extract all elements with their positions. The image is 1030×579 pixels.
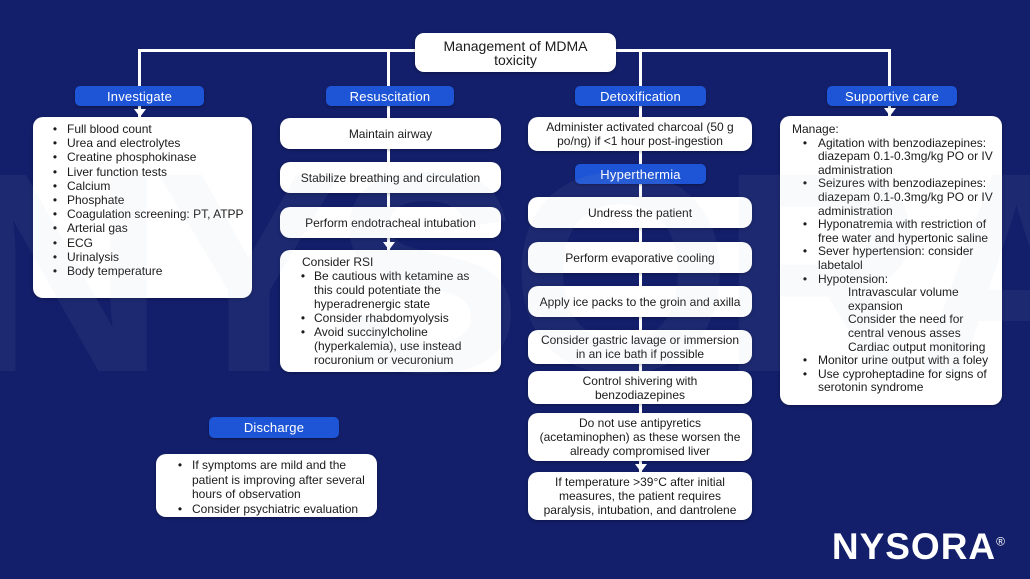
bullet-icon: • [802,176,808,191]
connector-vertical-resuscitation [387,49,390,250]
list-item: •Hypotension: [792,271,994,287]
header-investigate-label: Investigate [106,88,173,104]
list-item: •Consider rhabdomyolysis [290,311,491,325]
consider-rsi-box: Consider RSI •Be cautious with ketamine … [280,250,501,372]
bullet-icon: • [300,311,306,325]
arrowhead-supportive [884,108,896,116]
bullet-icon: • [52,178,58,193]
bullet-icon: • [802,217,808,232]
step-undress-patient: Undress the patient [528,197,752,228]
bullet-icon: • [52,264,58,279]
list-item: •Full blood count [43,122,244,136]
arrowhead-investigate [134,109,146,117]
list-item: •Coagulation screening: PT, ATPP [43,207,244,221]
bullet-icon: • [52,235,58,250]
header-discharge-label: Discharge [243,420,305,435]
list-item: •Agitation with benzodiazepines: diazepa… [792,135,994,178]
list-item: •Arterial gas [43,221,244,235]
header-discharge: Discharge [209,417,339,438]
connector-vertical-investigate [138,49,141,117]
sub-list-item: Cardiac output monitoring [848,339,986,354]
header-detoxification: Detoxification [575,86,706,106]
registered-mark: ® [996,534,1006,549]
list-item: •Use cyproheptadine for signs of seroton… [792,366,994,395]
step-activated-charcoal: Administer activated charcoal (50 g po/n… [528,117,752,151]
bullet-icon: • [52,150,58,165]
flow-title-text: Management of MDMA toxicity [443,37,588,68]
bullet-icon: • [52,249,58,264]
bullet-icon: • [52,193,58,208]
bullet-icon: • [52,136,58,151]
bullet-icon: • [52,122,58,136]
bullet-icon: • [802,271,808,286]
list-item: •If symptoms are mild and the patient is… [168,458,369,502]
list-item: •ECG [43,236,244,250]
arrowhead-rsi [383,242,395,250]
bullet-icon: • [802,244,808,259]
header-resuscitation: Resuscitation [326,86,454,106]
header-supportive-care: Supportive care [827,86,957,106]
bullet-icon: • [300,325,306,339]
supportive-intro: Manage: [792,122,839,136]
header-hyperthermia: Hyperthermia [575,164,706,184]
header-supportive-care-label: Supportive care [844,88,940,104]
step-no-antipyretics: Do not use antipyretics (acetaminophen) … [528,413,752,461]
bullet-icon: • [300,269,306,283]
bullet-icon: • [802,366,808,381]
investigate-box: •Full blood count •Urea and electrolytes… [33,117,252,298]
flow-title: Management of MDMA toxicity [415,33,616,72]
nysora-logo: NYSORA® [832,528,1006,565]
header-resuscitation-label: Resuscitation [349,88,431,104]
bullet-icon: • [802,135,808,150]
list-item: •Sever hypertension: consider labetalol [792,244,994,272]
bullet-icon: • [52,164,58,179]
bullet-icon: • [52,221,58,236]
rsi-title: Consider RSI [302,255,374,269]
header-investigate: Investigate [75,86,204,106]
step-ice-packs: Apply ice packs to the groin and axilla [528,286,752,317]
step-endotracheal-intubation: Perform endotracheal intubation [280,207,501,238]
step-dantrolene: If temperature >39°C after initial measu… [528,472,752,520]
header-hyperthermia-label: Hyperthermia [600,166,681,182]
connector-vertical-supportive [888,49,891,116]
list-item: •Phosphate [43,193,244,207]
list-item: •Consider psychiatric evaluation [168,502,369,517]
step-stabilize-breathing: Stabilize breathing and circulation [280,162,501,193]
bullet-icon: • [177,501,183,516]
header-detoxification-label: Detoxification [600,88,681,104]
list-item: •Liver function tests [43,165,244,179]
list-item: •Monitor urine output with a foley [792,353,994,368]
list-item: •Be cautious with ketamine as this could… [290,269,491,311]
list-item: •Creatine phosphokinase [43,150,244,164]
list-item: •Urea and electrolytes [43,136,244,150]
step-maintain-airway: Maintain airway [280,118,501,149]
list-item: •Calcium [43,179,244,193]
bullet-icon: • [52,207,58,222]
step-control-shivering: Control shivering with benzodiazepines [528,371,752,404]
supportive-care-box: Manage: •Agitation with benzodiazepines:… [780,116,1002,405]
arrowhead-temperature [635,464,647,472]
list-item: •Urinalysis [43,250,244,264]
step-evaporative-cooling: Perform evaporative cooling [528,242,752,273]
list-item: •Hyponatremia with restriction of free w… [792,217,994,245]
bullet-icon: • [177,458,183,472]
nysora-logo-text: NYSORA [831,526,997,567]
discharge-box: •If symptoms are mild and the patient is… [156,454,377,517]
list-item: •Avoid succinylcholine (hyperkalemia), u… [290,325,491,367]
list-item: •Seizures with benzodiazepines: diazepam… [792,177,994,218]
sub-list-item: Intravascular volume expansion [848,285,959,313]
list-item: •Body temperature [43,264,244,278]
sub-list-item: Consider the need for central venous ass… [848,312,964,340]
step-gastric-lavage: Consider gastric lavage or immersion in … [528,330,752,364]
bullet-icon: • [802,353,808,368]
